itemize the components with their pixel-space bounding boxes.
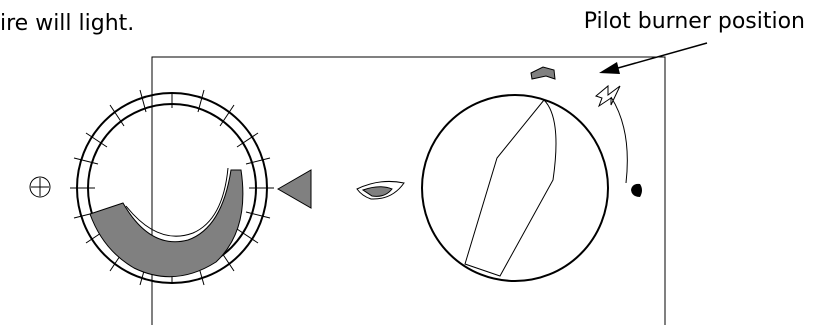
- triangle-left-icon: [276, 169, 312, 209]
- spark-icon: [594, 84, 621, 108]
- left-dial-band-inner-edge: [125, 167, 229, 237]
- right-knob-handle: [464, 99, 557, 277]
- left-dial-flame-band: [89, 169, 244, 278]
- caption-partial-text: ire will light.: [0, 11, 135, 36]
- left-dial: [70, 89, 274, 286]
- dot-icon: [631, 183, 642, 197]
- right-knob-scale-arc: [610, 96, 628, 184]
- right-knob-outer-circle: [421, 94, 609, 282]
- pilot-pointer-arrow: [599, 42, 708, 74]
- caption-pilot-burner-position: Pilot burner position: [583, 9, 805, 34]
- flame-icon: [356, 181, 405, 200]
- panel-outline: [151, 56, 666, 325]
- circle-plus-icon: [29, 176, 51, 198]
- right-knob: [421, 94, 628, 282]
- pilot-position-marker: [530, 66, 556, 80]
